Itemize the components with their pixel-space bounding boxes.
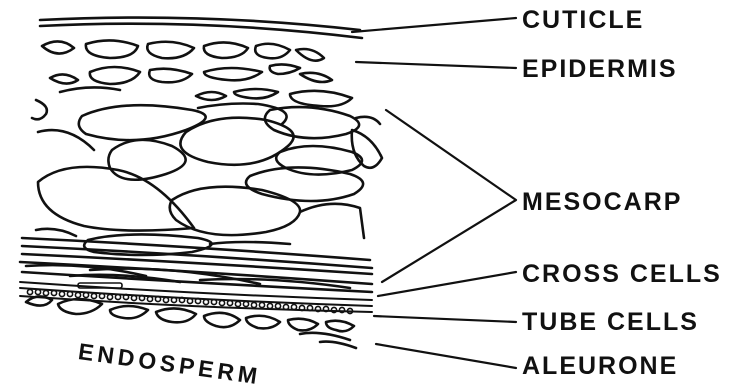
leader-lines xyxy=(352,18,516,368)
label-tube-cells: TUBE CELLS xyxy=(522,310,699,335)
label-cross-cells: CROSS CELLS xyxy=(522,262,722,287)
mesocarp-layer xyxy=(32,100,382,255)
label-aleurone: ALEURONE xyxy=(522,354,678,379)
label-mesocarp: MESOCARP xyxy=(522,190,682,215)
epidermis-layer xyxy=(42,40,352,106)
cuticle-layer xyxy=(40,18,362,38)
label-epidermis: EPIDERMIS xyxy=(522,57,678,82)
cross-cells-layer xyxy=(20,238,372,292)
label-cuticle: CUTICLE xyxy=(522,8,644,33)
